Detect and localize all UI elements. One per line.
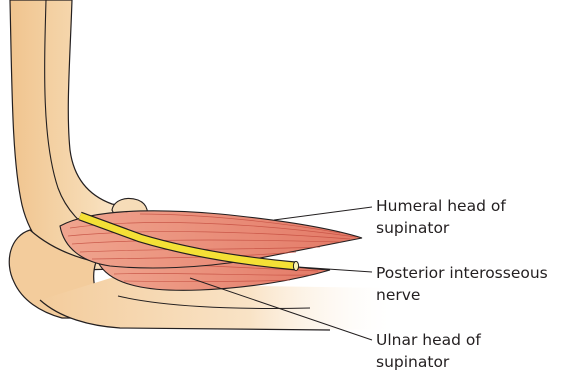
nerve-cut-end (293, 261, 298, 270)
label-line: Humeral head of (376, 195, 506, 217)
label-ulnar-head-of-supinator: Ulnar head of supinator (376, 329, 481, 373)
label-line: supinator (376, 351, 481, 373)
label-posterior-interosseous-nerve: Posterior interosseous nerve (376, 262, 548, 306)
label-line: nerve (376, 284, 548, 306)
label-line: Posterior interosseous (376, 262, 548, 284)
label-line: supinator (376, 217, 506, 239)
label-line: Ulnar head of (376, 329, 481, 351)
leader-line-humeral (274, 207, 372, 220)
humeral-head-of-supinator (60, 211, 362, 268)
label-humeral-head-of-supinator: Humeral head of supinator (376, 195, 506, 239)
